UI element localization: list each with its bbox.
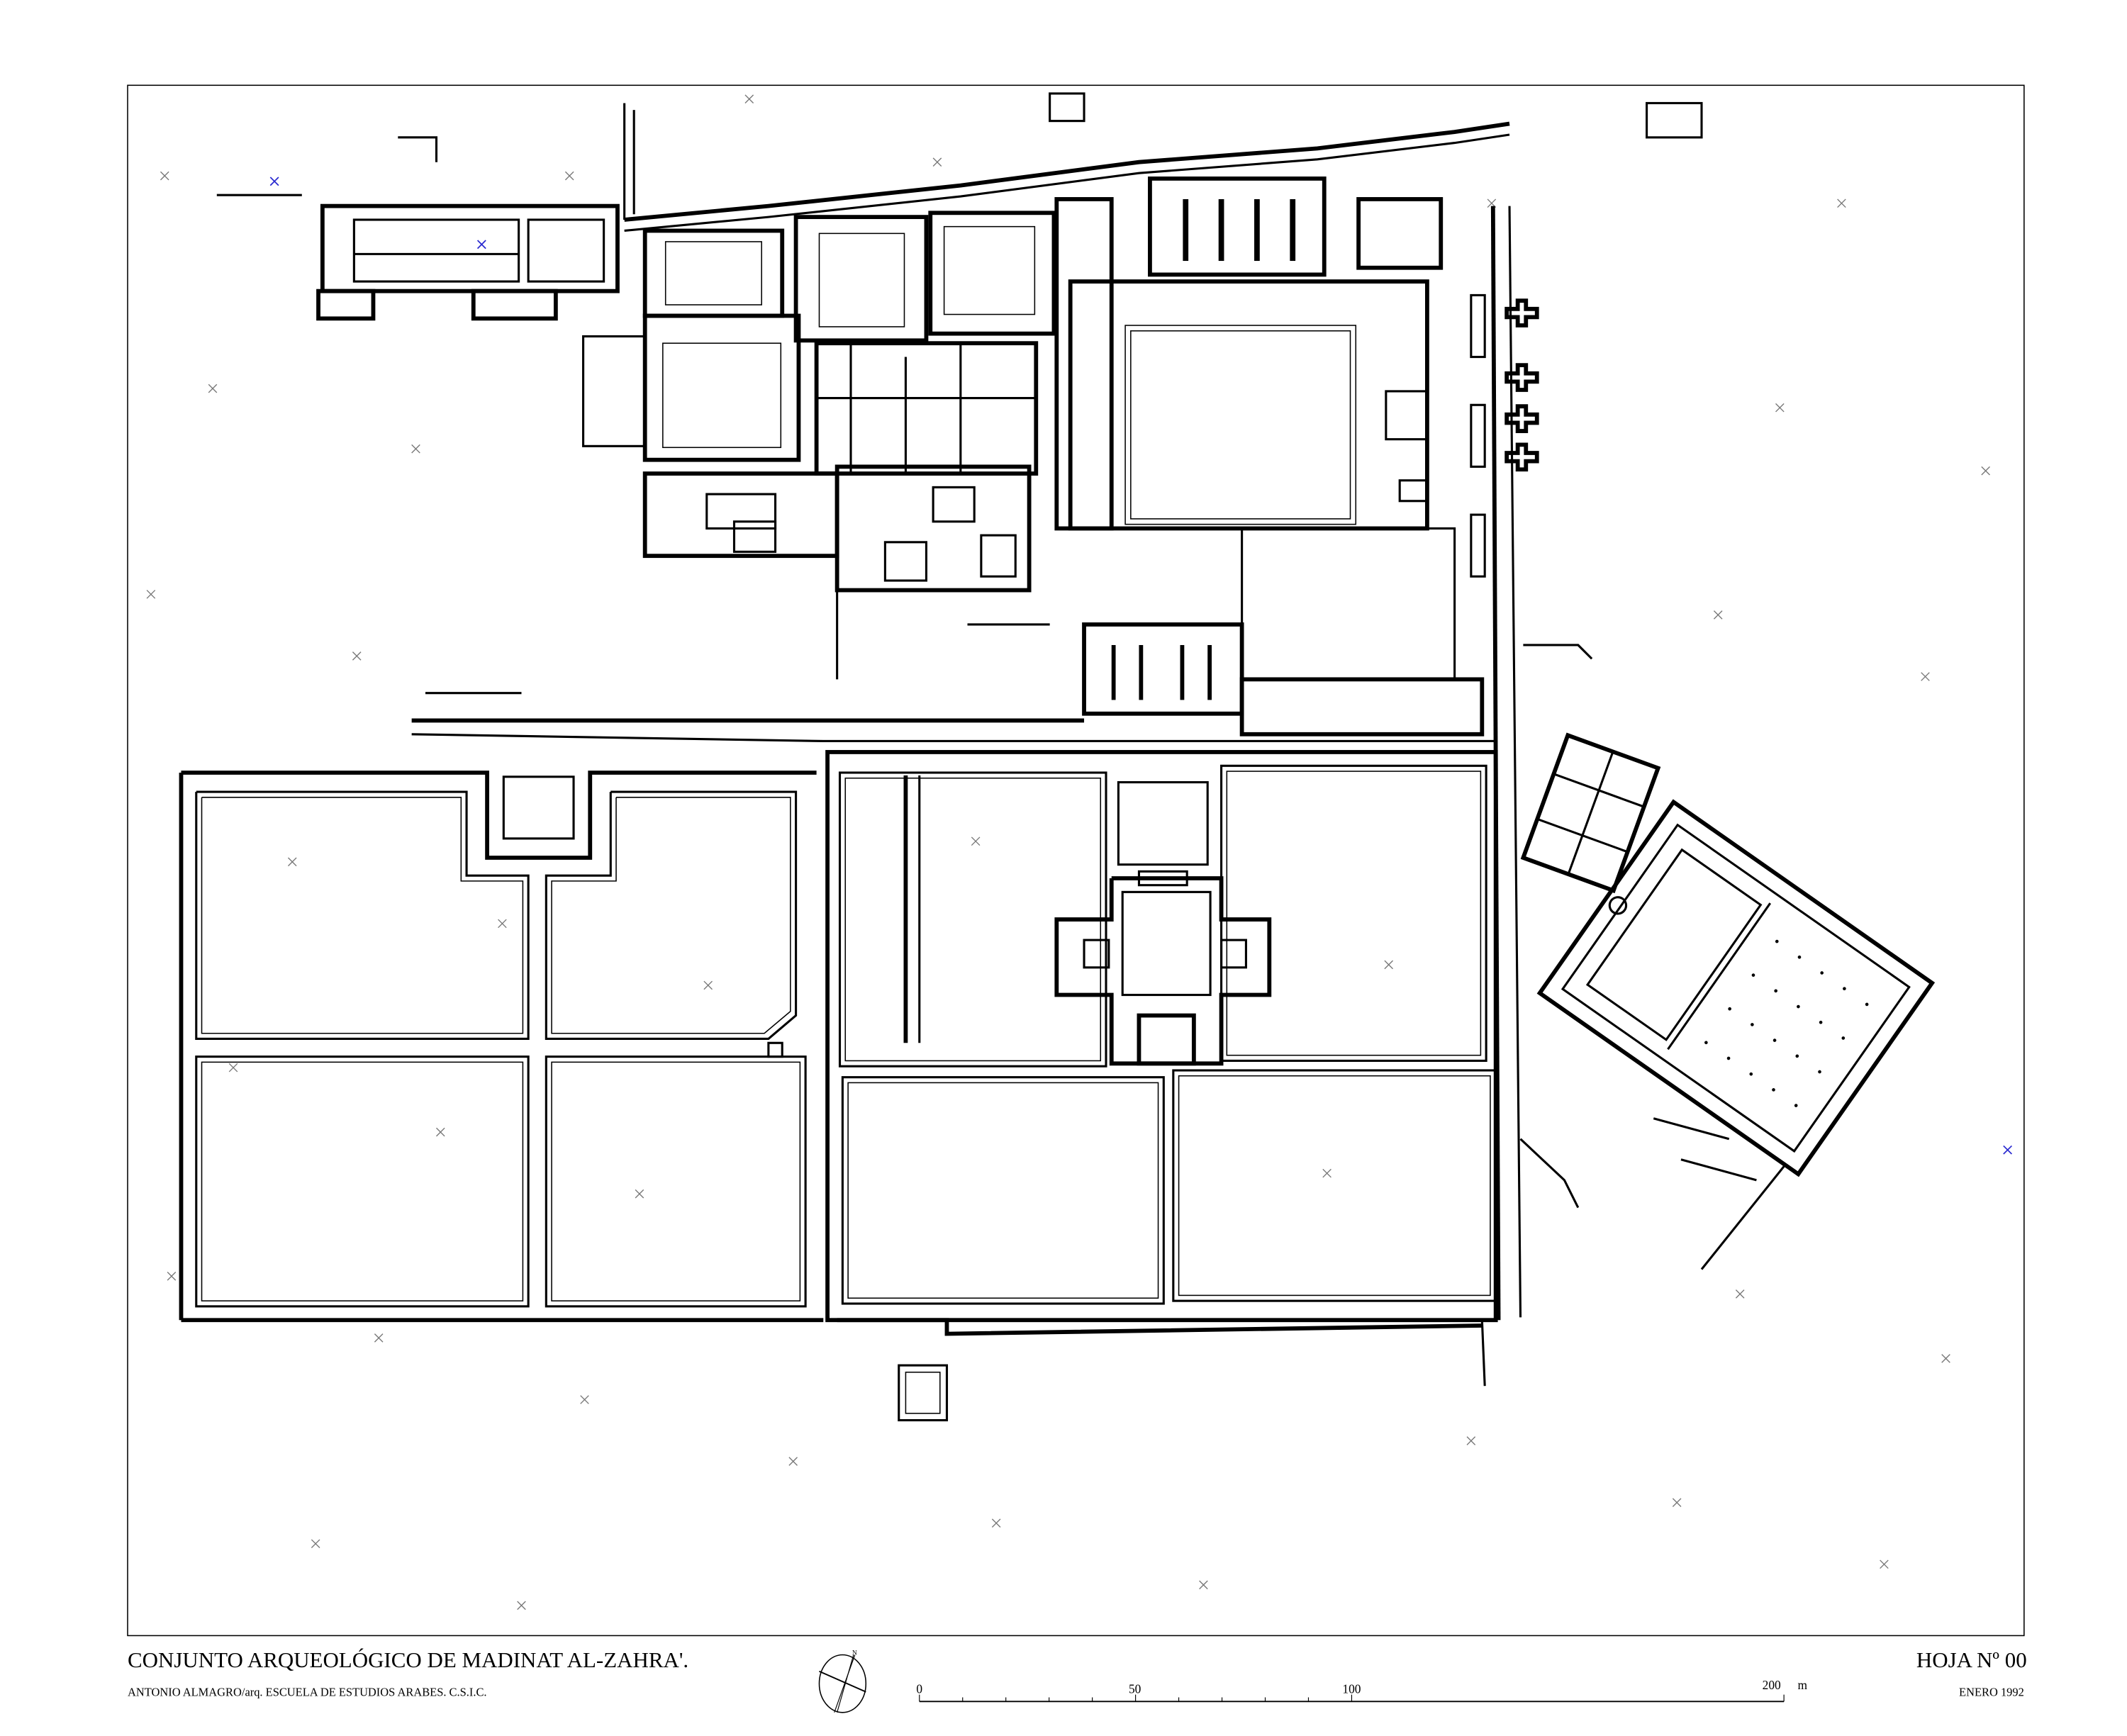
lower-garden-west — [179, 771, 824, 1323]
survey-marker-cross-icon — [1672, 1498, 1682, 1507]
north-arrow-compass: N — [818, 1650, 867, 1713]
survey-marker-cross-icon — [287, 857, 297, 867]
survey-marker-cross-icon — [1981, 466, 1990, 476]
survey-marker-cross-icon — [167, 1272, 177, 1281]
survey-marker-cross-icon — [971, 836, 981, 846]
scale-label-100: 100 — [1342, 1682, 1361, 1696]
scale-label-50: 50 — [1129, 1682, 1141, 1696]
sheet-number: HOJA Nº 00 — [1916, 1647, 2027, 1672]
survey-marker-cross-icon — [1941, 1354, 1950, 1363]
survey-marker-cross-icon — [160, 171, 169, 181]
survey-marker-cross-icon — [352, 651, 362, 661]
survey-marker-cross-icon — [1199, 1580, 1208, 1590]
scale-label-200: 200 — [1763, 1678, 1781, 1692]
survey-marker-cross-icon — [564, 171, 574, 181]
survey-marker-cross-icon — [498, 919, 507, 929]
survey-marker-cross-icon — [208, 383, 218, 393]
scale-label-0: 0 — [916, 1682, 922, 1696]
survey-marker-cross-icon — [1384, 960, 1393, 970]
survey-marker-cross-icon — [411, 444, 420, 454]
survey-marker-cross-icon — [1880, 1559, 1889, 1569]
survey-marker-cross-icon — [436, 1127, 445, 1137]
scale-bar: 0 50 100 200 m — [916, 1678, 1807, 1703]
survey-marker-cross-icon — [476, 240, 486, 250]
survey-marker-cross-icon — [1837, 198, 1846, 208]
survey-marker-cross-icon — [580, 1395, 589, 1404]
survey-marker-cross-icon — [788, 1457, 798, 1466]
plan-date: ENERO 1992 — [1959, 1686, 2024, 1699]
survey-marker-cross-icon — [932, 157, 942, 167]
survey-marker-cross-icon — [1921, 672, 1930, 681]
survey-marker-cross-icon — [311, 1539, 320, 1549]
lower-garden-central — [825, 750, 1498, 1422]
ramp-lines — [1653, 1117, 1785, 1270]
author-credit: ANTONIO ALMAGRO/arq. ESCUELA DE ESTUDIOS… — [128, 1686, 487, 1699]
survey-marker-cross-icon — [1735, 1289, 1745, 1299]
survey-marker-cross-icon — [2003, 1145, 2013, 1155]
small-house-east — [1520, 732, 1661, 894]
survey-marker-cross-icon — [1713, 610, 1723, 620]
survey-markers — [146, 94, 2013, 1611]
scale-unit: m — [1797, 1678, 1807, 1692]
survey-marker-cross-icon — [1322, 1168, 1332, 1178]
survey-marker-cross-icon — [1775, 403, 1785, 413]
drawing-frame — [127, 84, 2025, 1637]
north-label: N — [852, 1650, 857, 1657]
survey-marker-cross-icon — [1466, 1436, 1476, 1445]
survey-marker-cross-icon — [269, 177, 279, 186]
upper-palace-complex — [216, 92, 1703, 743]
survey-marker-cross-icon — [744, 94, 754, 103]
survey-marker-cross-icon — [146, 590, 156, 599]
survey-marker-cross-icon — [991, 1518, 1001, 1528]
survey-marker-cross-icon — [228, 1063, 238, 1073]
mosque — [1536, 799, 1936, 1177]
survey-marker-cross-icon — [374, 1333, 384, 1343]
survey-marker-cross-icon — [703, 980, 713, 990]
survey-marker-cross-icon — [635, 1189, 644, 1199]
plan-title: CONJUNTO ARQUEOLÓGICO DE MADINAT AL-ZAHR… — [128, 1647, 688, 1672]
survey-marker-cross-icon — [517, 1601, 526, 1611]
east-wall — [1470, 206, 1593, 1387]
